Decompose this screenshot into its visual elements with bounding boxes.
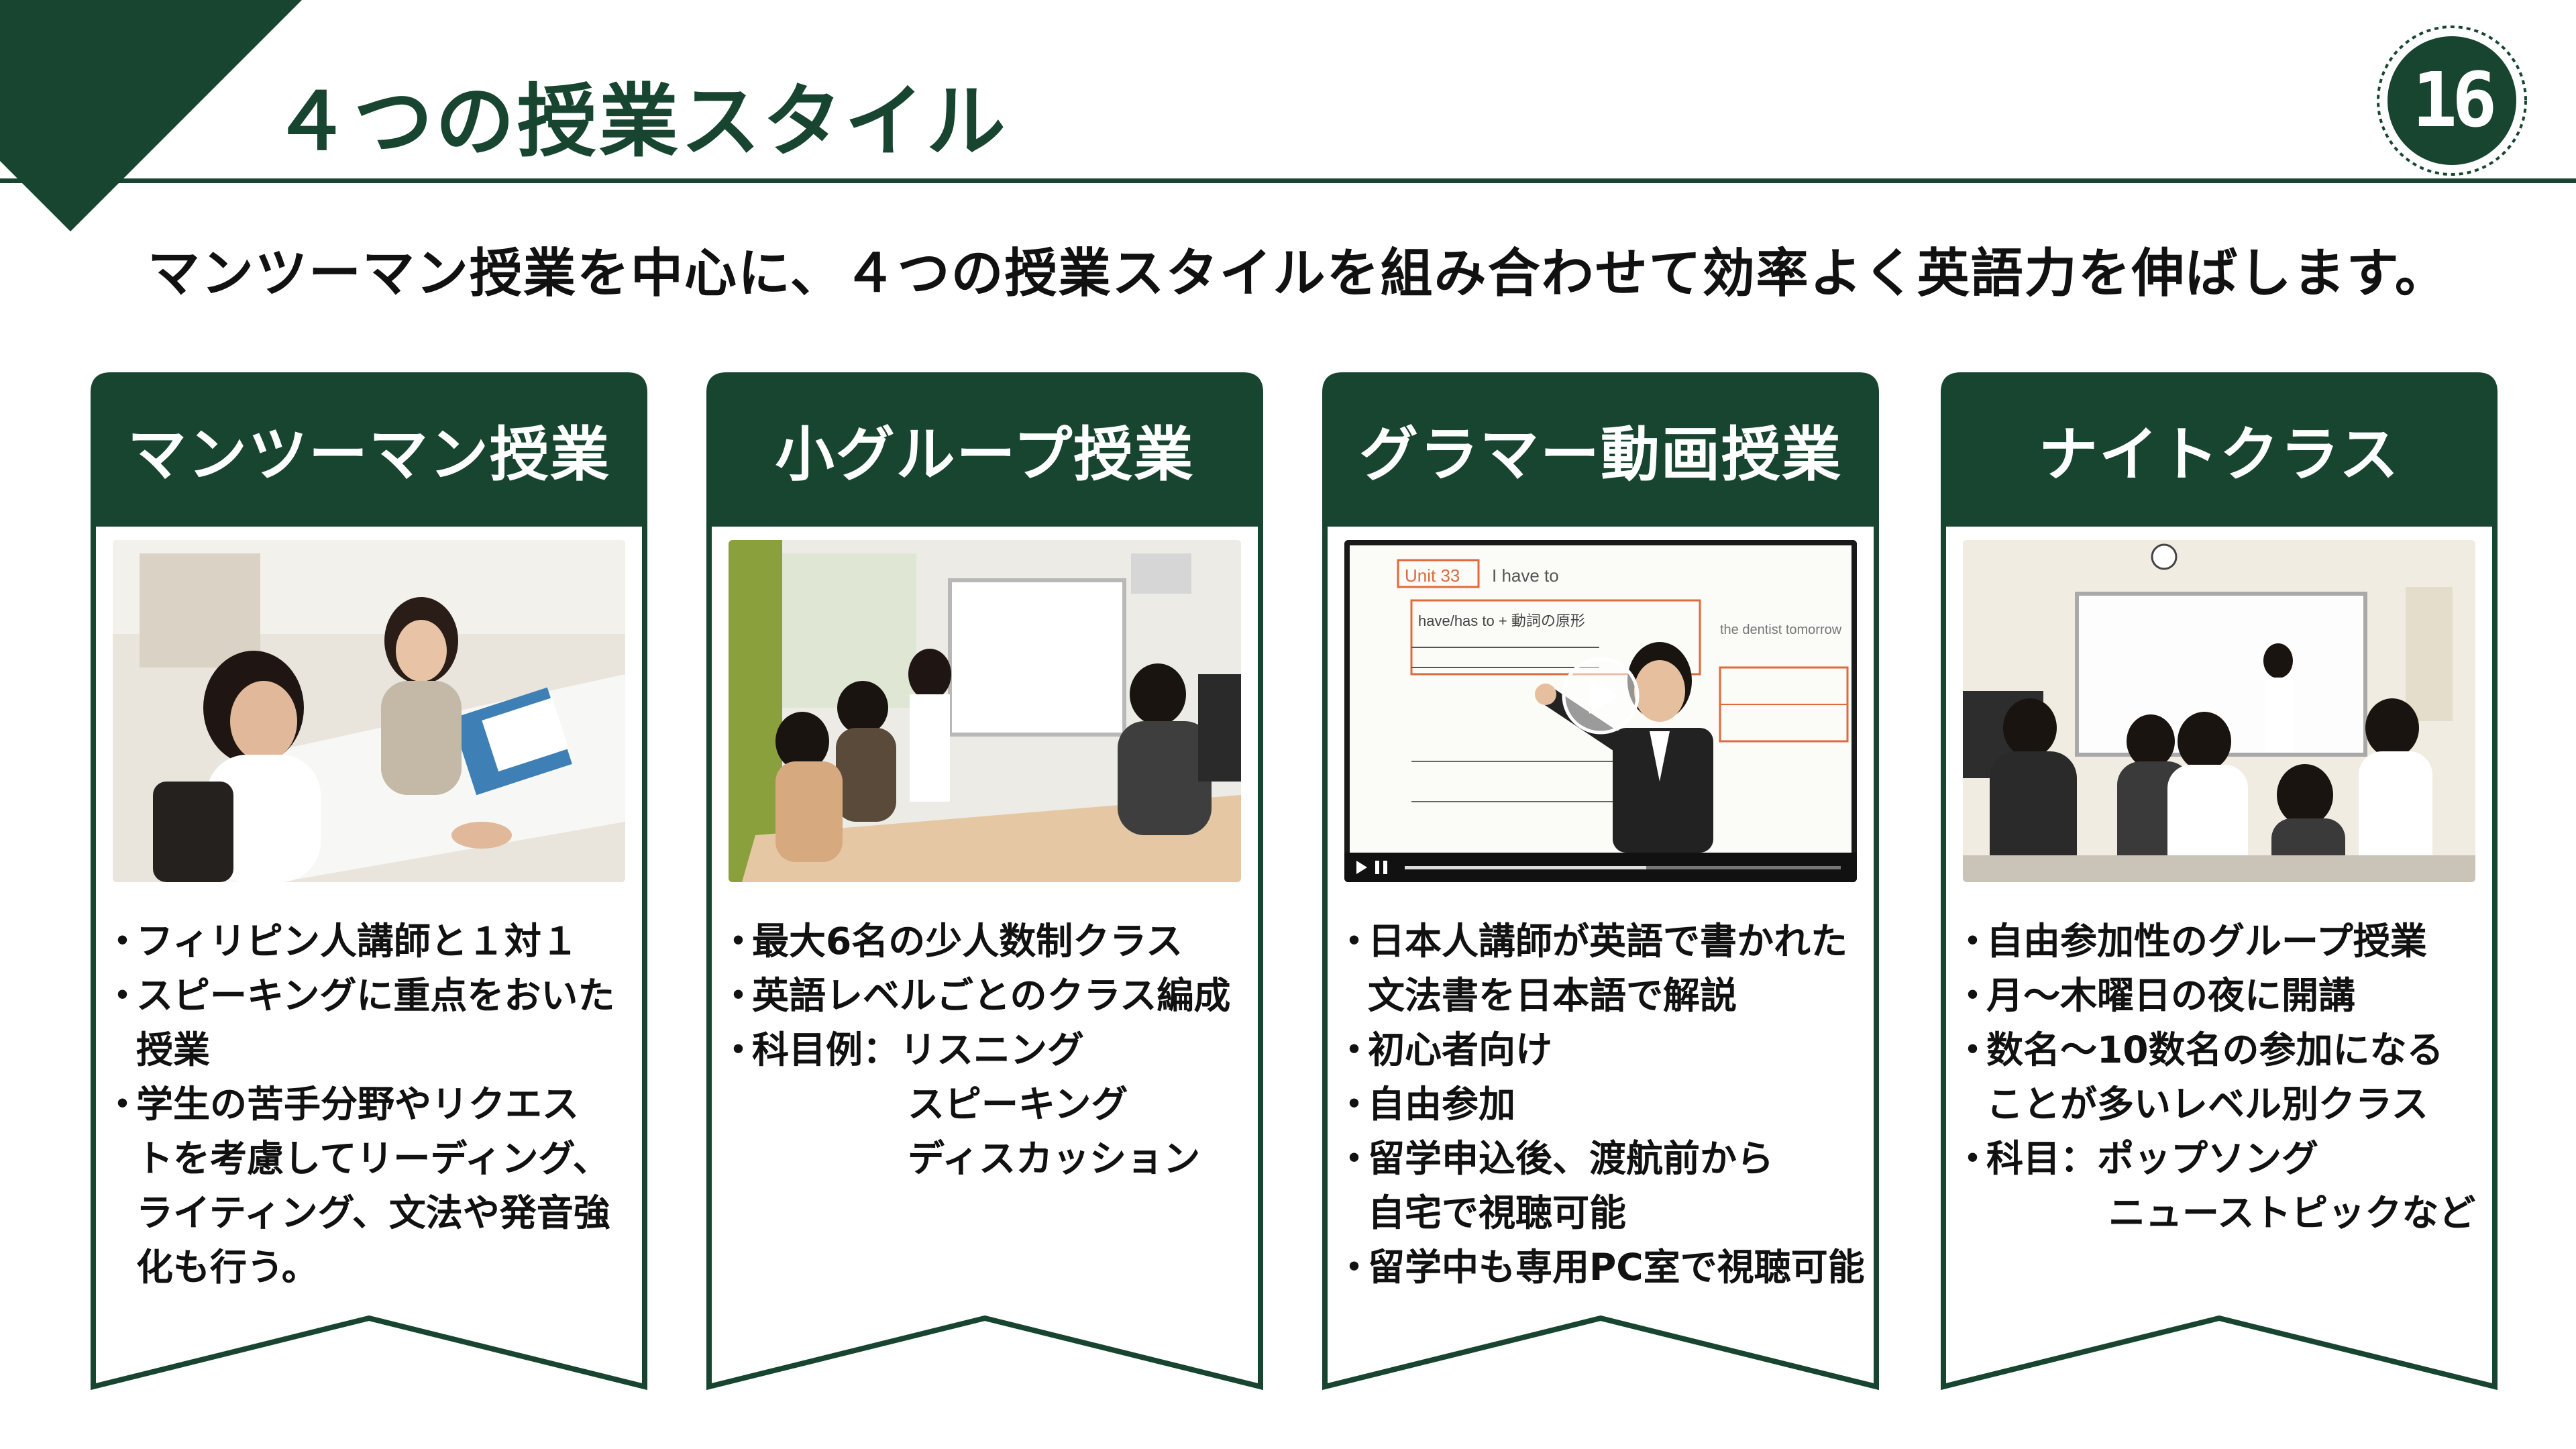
intro-text: マンツーマン授業を中心に、４つの授業スタイルを組み合わせて効率よく英語力を伸ばし…: [148, 244, 2449, 304]
group-lesson-photo: [729, 540, 1241, 882]
play-icon[interactable]: [1589, 678, 1619, 714]
card-small-group: 小グループ授業 最大6名の少人数制クラス 英語レベルごとのクラス編成 科目例：リ…: [706, 372, 1263, 1392]
page-title: ４つの授業スタイル: [272, 75, 1009, 168]
card-bullets: フィリピン人講師と１対１ スピーキングに重点をおいた 授業 学生の苦手分野やリク…: [104, 914, 641, 1295]
header-rule: [0, 178, 2576, 183]
card-bullets: 自由参加性のグループ授業 月～木曜日の夜に開講 数名～10数名の参加になる こと…: [1954, 914, 2491, 1240]
play-control-icon[interactable]: [1356, 861, 1367, 874]
page-number-badge: [2377, 25, 2527, 176]
bullet-item: 科目例：リスニング: [720, 1023, 1256, 1077]
bullet-item: 月～木曜日の夜に開講: [1954, 969, 2491, 1023]
bullet-item: 初心者向け: [1336, 1023, 1872, 1077]
bullet-item: 日本人講師が英語で書かれた 文法書を日本語で解説: [1336, 914, 1872, 1023]
bullet-item: 科目：ポップソング: [1954, 1132, 2491, 1186]
bullet-item: 留学中も専用PC室で視聴可能: [1336, 1240, 1872, 1295]
bullet-continuation: ニューストピックなど: [2108, 1191, 2476, 1234]
card-title: ナイトクラス: [2038, 419, 2400, 489]
page-number: 16: [2412, 57, 2498, 144]
one-to-one-lesson-photo: [113, 540, 625, 882]
video-board-note: the dentist tomorrow: [1720, 623, 1842, 637]
video-board-line: have/has to + 動詞の原形: [1418, 612, 1585, 629]
card-night-class: ナイトクラス 自由参加性のグループ授業 月～木曜日の夜に開講 数名～10数名の参…: [1941, 372, 2498, 1392]
night-class-photo: [1963, 540, 2475, 882]
video-unit-label: Unit 33: [1405, 566, 1460, 586]
card-title: グラマー動画授業: [1358, 419, 1842, 489]
card-bullets: 日本人講師が英語で書かれた 文法書を日本語で解説 初心者向け 自由参加 留学申込…: [1336, 914, 1872, 1295]
grammar-video-thumbnail[interactable]: Unit 33 I have to have/has to + 動詞の原形 th…: [1344, 540, 1857, 882]
bullet-item: 英語レベルごとのクラス編成: [720, 969, 1256, 1023]
pause-icon[interactable]: [1375, 861, 1379, 874]
video-board-heading: I have to: [1492, 566, 1559, 586]
bullet-item: フィリピン人講師と１対１: [104, 914, 641, 969]
corner-decoration: [0, 0, 302, 231]
bullet-item: 自由参加性のグループ授業: [1954, 914, 2491, 969]
bullet-item: 数名～10数名の参加になる ことが多いレベル別クラス: [1954, 1023, 2491, 1132]
card-title: マンツーマン授業: [127, 419, 610, 489]
card-one-to-one: マンツーマン授業 フィリピン人講師と１対１ スピーキングに重点をおいた 授業 学…: [91, 372, 647, 1392]
bullet-item: 留学申込後、渡航前から 自宅で視聴可能: [1336, 1132, 1872, 1240]
card-title: 小グループ授業: [775, 419, 1195, 489]
card-grammar-video: グラマー動画授業 Unit 33 I have to have/has to +…: [1322, 372, 1879, 1392]
bullet-continuation: ディスカッション: [908, 1137, 1201, 1180]
bullet-item: スピーキングに重点をおいた 授業: [104, 969, 641, 1077]
bullet-item: 最大6名の少人数制クラス: [720, 914, 1256, 969]
card-bullets: 最大6名の少人数制クラス 英語レベルごとのクラス編成 科目例：リスニング スピー…: [720, 914, 1256, 1186]
bullet-item: 自由参加: [1336, 1077, 1872, 1132]
bullet-continuation: スピーキング: [908, 1083, 1128, 1126]
bullet-item: 学生の苦手分野やリクエス トを考慮してリーディング、 ライティング、文法や発音強…: [104, 1077, 641, 1295]
